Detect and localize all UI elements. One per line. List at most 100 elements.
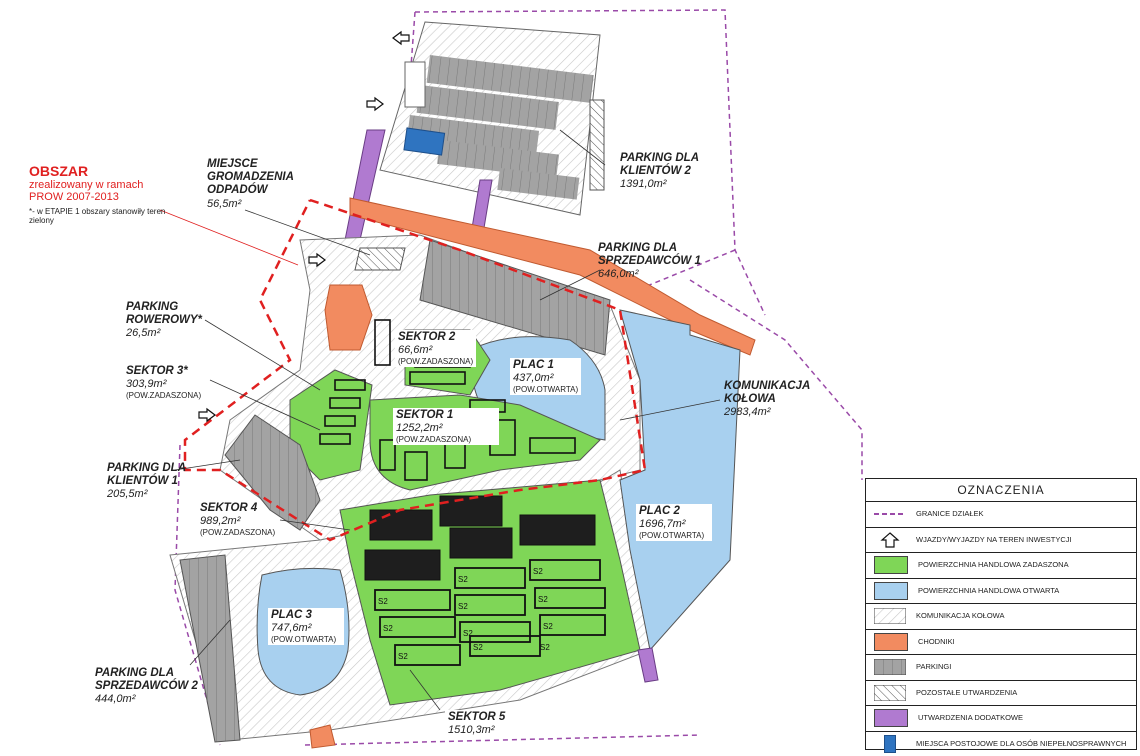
label-value: 1252,2m² (396, 422, 496, 435)
label-value: 2983,4m² (724, 406, 810, 419)
label-sub: (POW.ZADASZONA) (396, 435, 496, 444)
legend-row-boundary: GRANICE DZIAŁEK (866, 502, 1136, 528)
label-sub: (POW.ZADASZONA) (398, 357, 473, 366)
label-plac-3: PLAC 3 747,6m² (POW.OTWARTA) (268, 608, 344, 645)
label-title: SPRZEDAWCÓW 1 (598, 255, 701, 268)
stall-mark: S2 (398, 652, 408, 661)
label-title: SEKTOR 4 (200, 502, 275, 515)
stall-mark: S2 (458, 575, 468, 584)
hatched-swatch-icon (874, 608, 906, 624)
legend-row-parking: PARKINGI (866, 655, 1136, 681)
legend-label: KOMUNIKACJA KOŁOWA (916, 612, 1005, 620)
label-parking-sprzedawcow-1: PARKING DLA SPRZEDAWCÓW 1 646,0m² (598, 242, 701, 281)
label-value: 1510,3m² (448, 724, 505, 737)
legend-label: POWIERZCHNIA HANDLOWA OTWARTA (918, 587, 1059, 595)
legend-title: OZNACZENIA (866, 479, 1136, 502)
label-title: SEKTOR 5 (448, 711, 505, 724)
label-value: 66,6m² (398, 344, 473, 357)
stall-mark: S2 (378, 597, 388, 606)
label-sub: (POW.ZADASZONA) (200, 528, 275, 537)
legend-label: POWIERZCHNIA HANDLOWA ZADASZONA (918, 561, 1069, 569)
label-value: 1696,7m² (639, 518, 709, 531)
legend-label: CHODNIKI (918, 638, 955, 646)
label-value: 437,0m² (513, 372, 578, 385)
label-sektor-3: SEKTOR 3* 303,9m² (POW.ZADASZONA) (126, 365, 201, 400)
label-value: 1391,0m² (620, 178, 699, 191)
label-sektor-4: SEKTOR 4 989,2m² (POW.ZADASZONA) (200, 502, 275, 537)
label-value: 303,9m² (126, 378, 201, 391)
label-sektor-2: SEKTOR 2 66,6m² (POW.ZADASZONA) (395, 330, 476, 367)
purple-swatch-icon (874, 709, 908, 727)
legend-row-disabled: MIEJSCA POSTOJOWE DLA OSÓB NIEPEŁNOSPRAW… (866, 732, 1136, 756)
dashed-boundary-icon (874, 506, 906, 522)
stall-mark: S2 (533, 567, 543, 576)
label-title: ROWEROWY* (126, 314, 202, 327)
legend-panel: OZNACZENIA GRANICE DZIAŁEK WJAZDY/WYJAZD… (865, 478, 1137, 750)
label-title: SEKTOR 1 (396, 409, 496, 422)
legend-label: UTWARDZENIA DODATKOWE (918, 714, 1023, 722)
obszar-note: OBSZAR zrealizowany w ramach PROW 2007-2… (29, 163, 189, 225)
blue-swatch-icon (874, 582, 908, 600)
stall-mark: S2 (473, 643, 483, 652)
legend-row-other: POZOSTAŁE UTWARDZENIA (866, 681, 1136, 707)
green-swatch-icon (874, 556, 908, 574)
label-value: 205,5m² (107, 488, 186, 501)
label-parking-rowerowy: PARKING ROWEROWY* 26,5m² (126, 301, 202, 340)
stall-mark: S2 (543, 622, 553, 631)
label-parking-sprzedawcow-2: PARKING DLA SPRZEDAWCÓW 2 444,0m² (95, 667, 198, 706)
legend-row-road: KOMUNIKACJA KOŁOWA (866, 604, 1136, 630)
stall-mark: S2 (538, 595, 548, 604)
label-sub: (POW.OTWARTA) (513, 385, 578, 394)
label-title: ODPADÓW (207, 184, 294, 197)
label-value: 747,6m² (271, 622, 341, 635)
label-value: 989,2m² (200, 515, 275, 528)
disabled-parking-icon (874, 736, 906, 752)
label-miejsce-odpadow: MIEJSCE GROMADZENIA ODPADÓW 56,5m² (207, 158, 294, 210)
entry-arrow-icon (393, 32, 409, 44)
legend-label: MIEJSCA POSTOJOWE DLA OSÓB NIEPEŁNOSPRAW… (916, 740, 1126, 748)
orange-swatch-icon (874, 633, 908, 651)
label-title: KOMUNIKACJA (724, 380, 810, 393)
entry-arrow-icon (874, 532, 906, 548)
label-komunikacja-kolowa: KOMUNIKACJA KOŁOWA 2983,4m² (724, 380, 810, 419)
label-title: PARKING DLA (598, 242, 701, 255)
label-title: KLIENTÓW 1 (107, 475, 186, 488)
label-title: SEKTOR 3* (126, 365, 201, 378)
legend-row-covered: POWIERZCHNIA HANDLOWA ZADASZONA (866, 553, 1136, 579)
label-title: PLAC 2 (639, 505, 709, 518)
label-value: 26,5m² (126, 327, 202, 340)
obszar-line-2: PROW 2007-2013 (29, 191, 189, 203)
label-title: PARKING DLA (107, 462, 186, 475)
label-title: GROMADZENIA (207, 171, 294, 184)
label-title: PLAC 1 (513, 359, 578, 372)
label-sektor-1: SEKTOR 1 1252,2m² (POW.ZADASZONA) (393, 408, 499, 445)
obszar-footnote: *- w ETAPIE 1 obszary stanowiły teren zi… (29, 207, 189, 225)
label-title: KOŁOWA (724, 393, 810, 406)
label-sub: (POW.ZADASZONA) (126, 391, 201, 400)
legend-row-additional: UTWARDZENIA DODATKOWE (866, 706, 1136, 732)
legend-row-sidewalk: CHODNIKI (866, 630, 1136, 656)
stall-mark: S2 (540, 643, 550, 652)
obszar-heading: OBSZAR (29, 163, 189, 179)
legend-row-open: POWIERZCHNIA HANDLOWA OTWARTA (866, 579, 1136, 605)
legend-label: WJAZDY/WYJAZDY NA TEREN INWESTYCJI (916, 536, 1072, 544)
gray-swatch-icon (874, 659, 906, 675)
label-title: PARKING (126, 301, 202, 314)
label-plac-1: PLAC 1 437,0m² (POW.OTWARTA) (510, 358, 581, 395)
label-title: SPRZEDAWCÓW 2 (95, 680, 198, 693)
label-parking-klientow-1: PARKING DLA KLIENTÓW 1 205,5m² (107, 462, 186, 501)
label-title: PLAC 3 (271, 609, 341, 622)
label-parking-klientow-2: PARKING DLA KLIENTÓW 2 1391,0m² (620, 152, 699, 191)
label-sub: (POW.OTWARTA) (271, 635, 341, 644)
label-title: MIEJSCE (207, 158, 294, 171)
label-sub: (POW.OTWARTA) (639, 531, 709, 540)
legend-label: GRANICE DZIAŁEK (916, 510, 984, 518)
stall-mark: S2 (458, 602, 468, 611)
label-value: 444,0m² (95, 693, 198, 706)
diagonal-swatch-icon (874, 685, 906, 701)
label-value: 646,0m² (598, 268, 701, 281)
entry-arrow-icon (199, 409, 215, 421)
legend-label: POZOSTAŁE UTWARDZENIA (916, 689, 1017, 697)
stall-mark: S2 (463, 629, 473, 638)
waste-collection (355, 248, 405, 270)
